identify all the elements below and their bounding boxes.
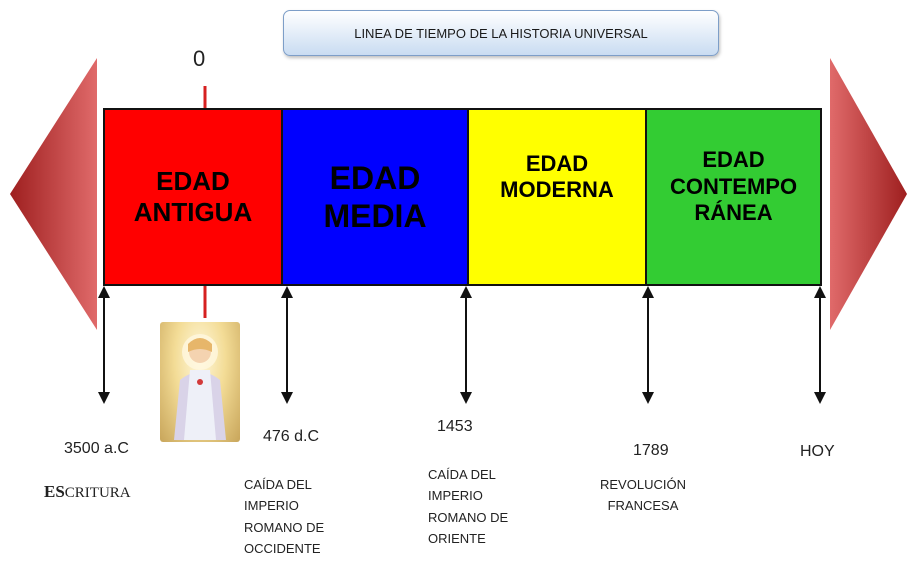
title-text: LINEA DE TIEMPO DE LA HISTORIA UNIVERSAL — [354, 25, 648, 41]
event-caida-oriente: CAÍDA DEL IMPERIO ROMANO DE ORIENTE — [428, 467, 509, 547]
date-1789: 1789 — [633, 442, 669, 459]
era-antigua-label: EDAD ANTIGUA — [133, 165, 253, 227]
event-escritura-bold: ES — [44, 482, 65, 501]
era-moderna-label: EDAD MODERNA — [500, 150, 614, 202]
era-media-label: EDAD MEDIA — [323, 159, 427, 234]
era-antigua: EDAD ANTIGUA — [103, 108, 283, 286]
title-box: LINEA DE TIEMPO DE LA HISTORIA UNIVERSAL — [283, 10, 719, 56]
era-contemporanea: EDAD CONTEMPO RÁNEA — [645, 108, 822, 286]
event-caida-occidente: CAÍDA DEL IMPERIO ROMANO DE OCCIDENTE — [244, 477, 325, 557]
date-476: 476 d.C — [263, 428, 320, 445]
event-escritura-rest: CRITURA — [64, 485, 131, 501]
era-media: EDAD MEDIA — [281, 108, 469, 286]
religious-figure-image — [160, 322, 240, 442]
zero-label: 0 — [193, 46, 206, 71]
date-3500: 3500 a.C — [64, 440, 129, 457]
left-arrow — [10, 58, 97, 330]
event-revolucion: REVOLUCIÓN FRANCESA — [600, 477, 686, 514]
date-1453: 1453 — [437, 418, 473, 435]
event-escritura: ESCRITURA — [44, 482, 131, 502]
date-hoy: HOY — [800, 443, 835, 460]
right-arrow — [830, 58, 907, 330]
era-contemporanea-label: EDAD CONTEMPO RÁNEA — [669, 147, 798, 226]
era-moderna: EDAD MODERNA — [467, 108, 647, 286]
